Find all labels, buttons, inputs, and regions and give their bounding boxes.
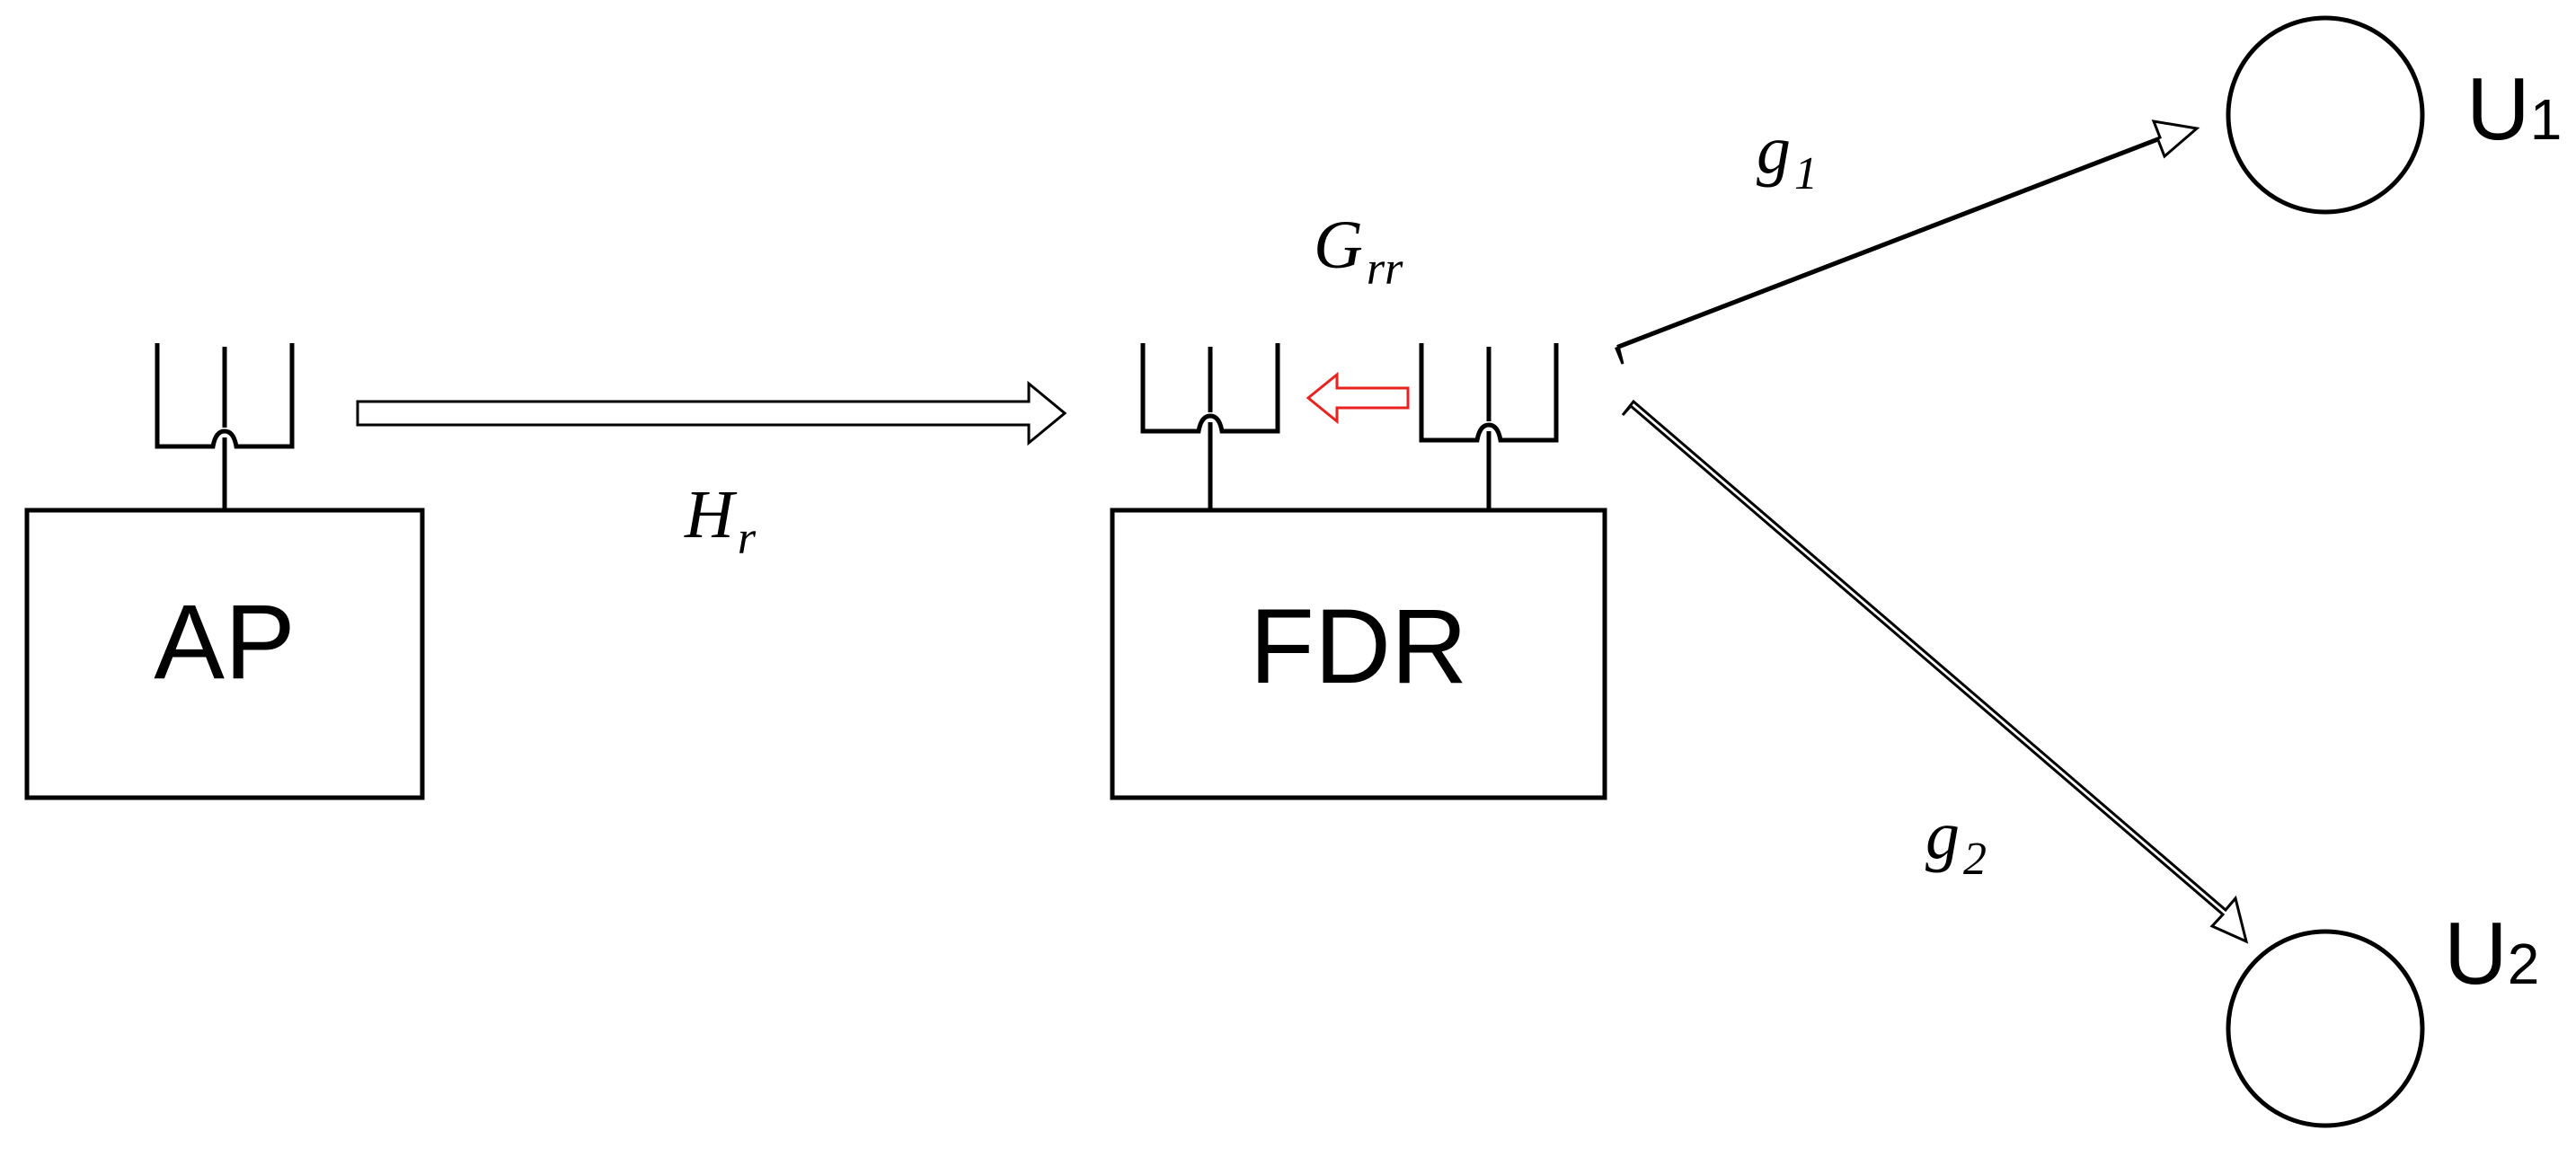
- ap-label: AP: [154, 583, 295, 702]
- user2-label: U2: [2444, 904, 2539, 1002]
- user1-circle: [2226, 15, 2425, 215]
- fdr-label: FDR: [1250, 587, 1468, 706]
- user2-subscript: 2: [2508, 932, 2540, 996]
- user2-circle: [2226, 929, 2425, 1128]
- fdr-box: [1110, 508, 1607, 800]
- user1-node: U1: [2226, 15, 2562, 215]
- hr-channel-arrow: [356, 380, 1067, 446]
- user1-label: U1: [2466, 59, 2562, 158]
- hr-channel-label: Hr: [684, 477, 757, 564]
- fdr-transmit-antenna-icon: [1419, 343, 1559, 510]
- user1-subscript: 1: [2530, 87, 2563, 152]
- user2-node: U2: [2226, 904, 2539, 1128]
- fdr-receive-antenna-icon: [1140, 343, 1280, 510]
- grr-channel-label: Grr: [1314, 208, 1403, 295]
- g2-channel-arrow: [1621, 399, 2249, 944]
- ap-antenna-icon: [155, 343, 295, 510]
- grr-self-interference-arrow: [1306, 371, 1410, 425]
- fdr-node: FDR: [1110, 343, 1607, 800]
- g1-channel-label: g1: [1757, 112, 1818, 199]
- g1-channel-arrow: [1615, 119, 2200, 365]
- ap-node: AP: [24, 343, 425, 800]
- g2-channel-label: g2: [1925, 798, 1987, 885]
